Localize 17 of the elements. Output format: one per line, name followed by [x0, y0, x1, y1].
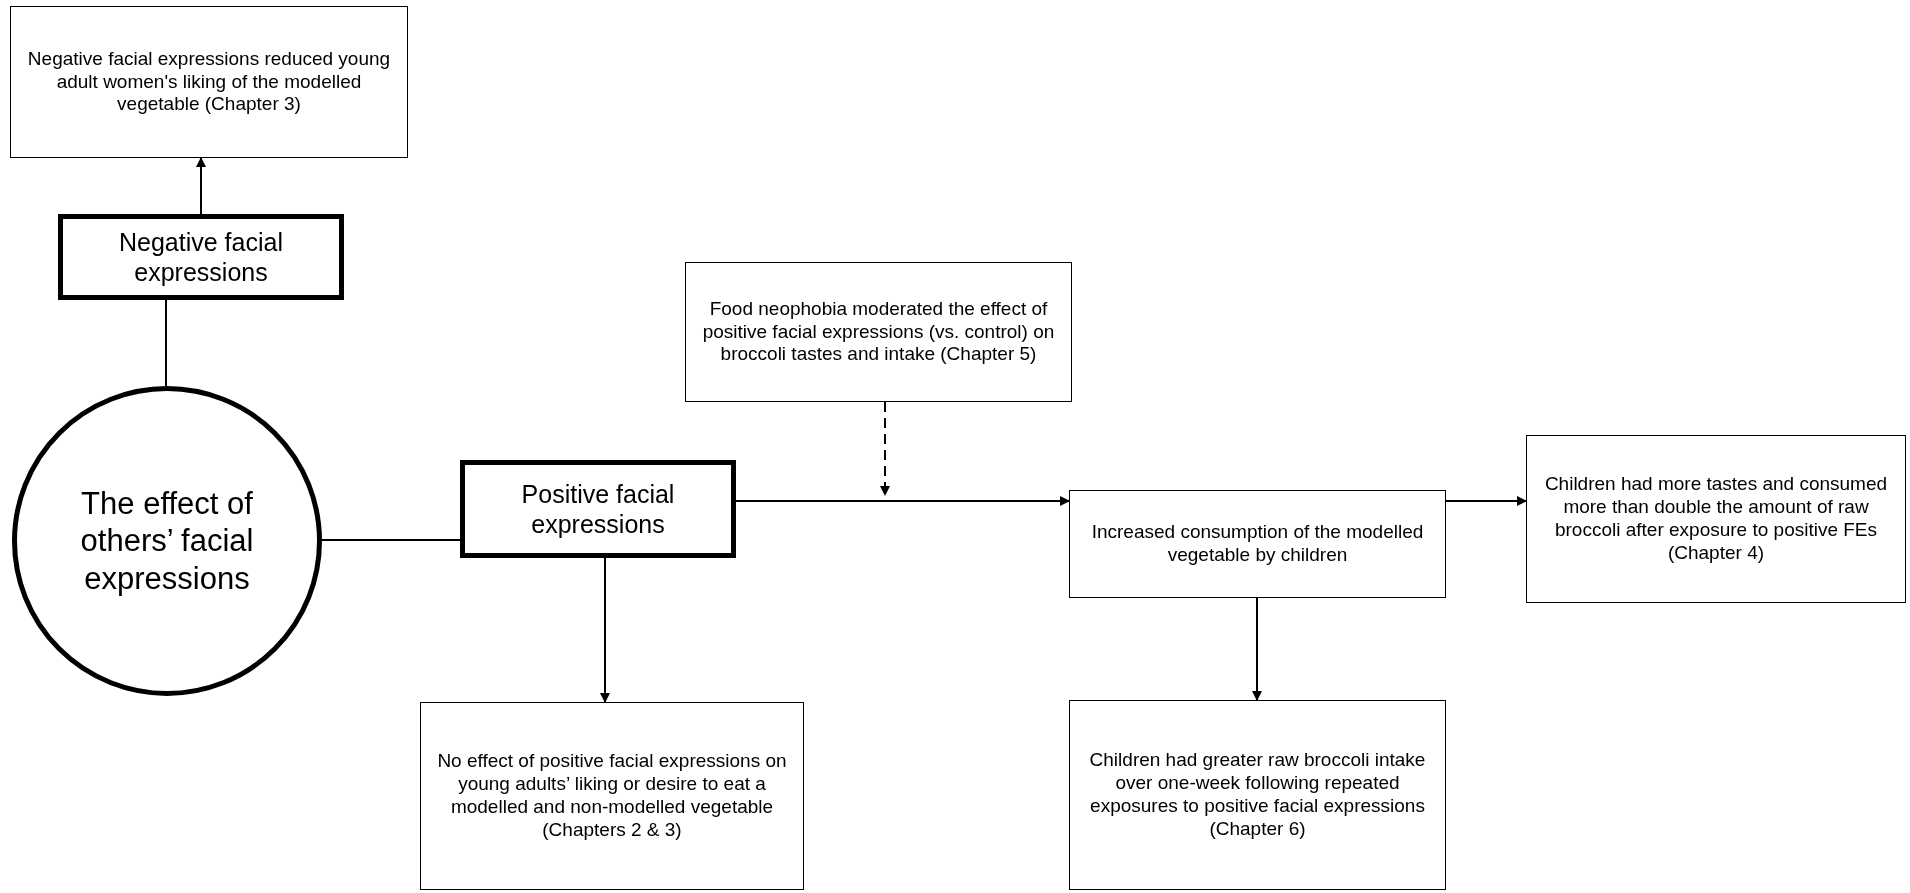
- central-circle: The effect of others’ facial expressions: [12, 386, 322, 696]
- arrow: [1445, 496, 1527, 506]
- arrow: [880, 401, 890, 496]
- arrow: [196, 157, 206, 215]
- arrow: [600, 557, 610, 703]
- finding-box: Children had more tastes and consumed more than double the amount of raw broccoli after exposure to positive FEs (Chapter 4): [1526, 435, 1906, 603]
- connector-line: [321, 539, 461, 541]
- arrow: [1252, 597, 1262, 701]
- finding-box: Negative facial expressions reduced young adult women's liking of the modelled vegetable (Chapter 3): [10, 6, 408, 158]
- finding-box: Children had greater raw broccoli intake over one-week following repeated exposures to positive facial expressions (Chapter 6): [1069, 700, 1446, 890]
- outcome-box: Increased consumption of the modelled vegetable by children: [1069, 490, 1446, 598]
- moderator-box: Food neophobia moderated the effect of positive facial expressions (vs. control) on broccoli tastes and intake (Chapter 5): [685, 262, 1072, 402]
- finding-box: No effect of positive facial expressions on young adults’ liking or desire to eat a modelled and non-modelled vegetable (Chapters 2 & 3): [420, 702, 804, 890]
- connector-line: [165, 299, 167, 387]
- category-box: Negative facial expressions: [58, 214, 344, 300]
- arrow: [735, 496, 1070, 506]
- category-box: Positive facial expressions: [460, 460, 736, 558]
